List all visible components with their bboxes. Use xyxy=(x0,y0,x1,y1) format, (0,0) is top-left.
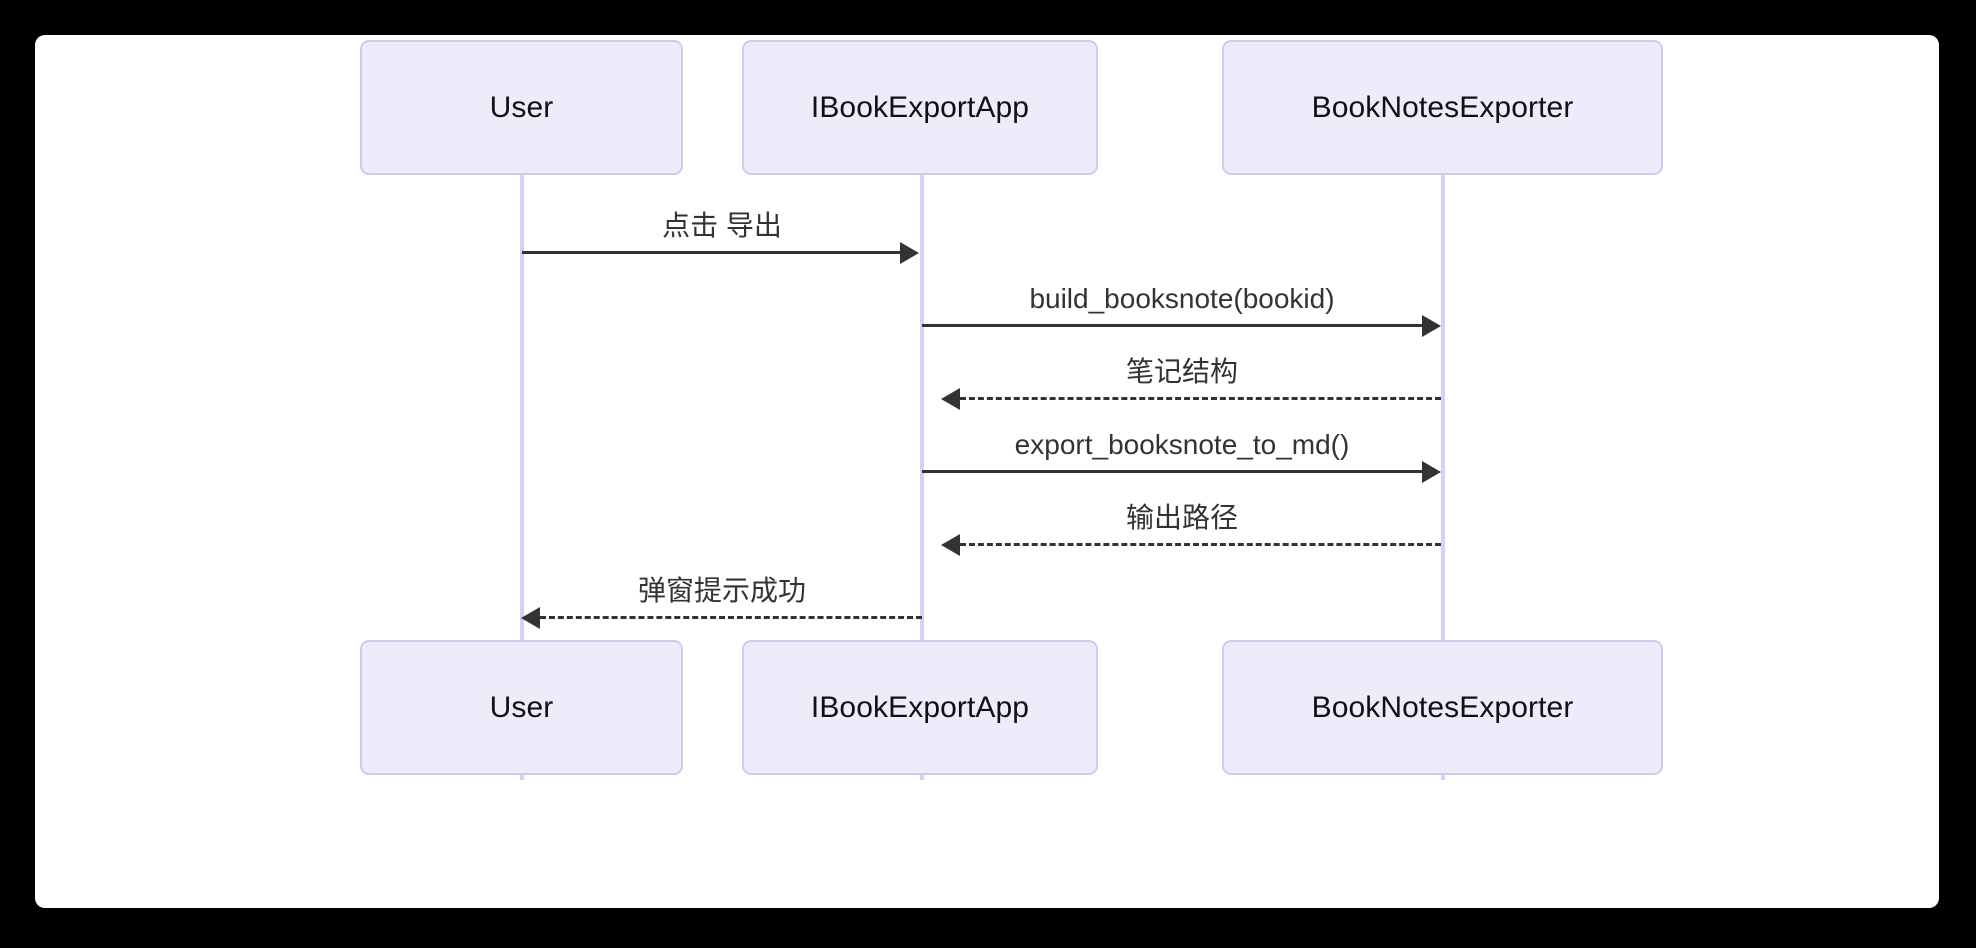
lifeline-ibookexportapp xyxy=(920,175,924,780)
participant-box-user-bottom[interactable]: User xyxy=(360,640,683,775)
message-line-1 xyxy=(522,251,900,254)
message-arrowhead-1 xyxy=(900,242,919,264)
diagram-canvas: User IBookExportApp BookNotesExporter 点击… xyxy=(35,35,1939,908)
message-line-6 xyxy=(540,616,922,619)
sequence-diagram: User IBookExportApp BookNotesExporter 点击… xyxy=(35,35,1939,908)
lifeline-user xyxy=(520,175,524,780)
message-line-4 xyxy=(922,470,1422,473)
message-line-5 xyxy=(960,543,1441,546)
lifeline-booknotesexporter xyxy=(1441,175,1445,780)
message-arrowhead-6 xyxy=(521,607,540,629)
message-label-2: build_booksnote(bookid) xyxy=(1029,283,1335,314)
participant-label-ibookexportapp-top: IBookExportApp xyxy=(810,90,1030,124)
message-label-1: 点击 导出 xyxy=(662,210,782,241)
participant-label-ibookexportapp-bottom: IBookExportApp xyxy=(810,690,1030,724)
message-line-2 xyxy=(922,324,1422,327)
message-label-6: 弹窗提示成功 xyxy=(637,575,807,606)
message-arrowhead-2 xyxy=(1422,315,1441,337)
participant-label-booknotesexporter-top: BookNotesExporter xyxy=(1311,90,1574,124)
message-arrowhead-4 xyxy=(1422,461,1441,483)
message-arrowhead-5 xyxy=(941,534,960,556)
participant-label-user-top: User xyxy=(489,90,554,124)
message-label-4: export_booksnote_to_md() xyxy=(1014,429,1350,460)
message-arrowhead-3 xyxy=(941,388,960,410)
participant-label-booknotesexporter-bottom: BookNotesExporter xyxy=(1311,690,1574,724)
message-line-3 xyxy=(960,397,1441,400)
participant-label-user-bottom: User xyxy=(489,690,554,724)
participant-box-booknotesexporter-top[interactable]: BookNotesExporter xyxy=(1222,40,1663,175)
participant-box-ibookexportapp-top[interactable]: IBookExportApp xyxy=(742,40,1098,175)
participant-box-user-top[interactable]: User xyxy=(360,40,683,175)
message-label-5: 输出路径 xyxy=(1125,502,1239,533)
message-label-3: 笔记结构 xyxy=(1125,356,1239,387)
participant-box-ibookexportapp-bottom[interactable]: IBookExportApp xyxy=(742,640,1098,775)
participant-box-booknotesexporter-bottom[interactable]: BookNotesExporter xyxy=(1222,640,1663,775)
